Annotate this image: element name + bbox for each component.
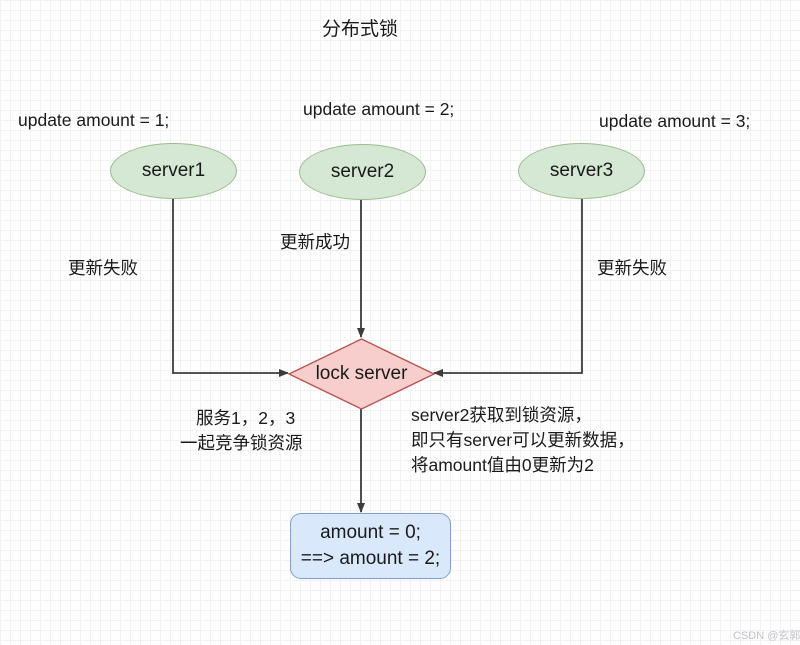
result-box-line2: ==> amount = 2; bbox=[300, 548, 441, 569]
result-box-line1: amount = 0; bbox=[320, 522, 421, 544]
annotation-update-amount-2: update amount = 2; bbox=[303, 99, 455, 119]
node-lock-server-label: lock server bbox=[315, 363, 408, 384]
edge-label-update-failed-right: 更新失败 bbox=[597, 258, 667, 278]
annotation-update-amount-1: update amount = 1; bbox=[18, 110, 170, 130]
node-server3[interactable]: server3 bbox=[518, 143, 645, 199]
edge-label-update-failed-left: 更新失败 bbox=[68, 258, 138, 278]
annotation-update-amount-3: update amount = 3; bbox=[599, 111, 751, 131]
edge-server1-to-lock bbox=[172, 199, 289, 377]
annotation-explain-line2: 即只有server可以更新数据， bbox=[411, 430, 635, 450]
annotation-explain-line1: server2获取到锁资源， bbox=[411, 405, 592, 425]
node-server2-label: server2 bbox=[330, 161, 395, 182]
node-result-box[interactable]: amount = 0; ==> amount = 2; bbox=[290, 513, 451, 579]
diamond-shape bbox=[288, 338, 435, 410]
edge-label-update-success: 更新成功 bbox=[280, 232, 350, 252]
watermark: CSDN @玄郭郭 bbox=[733, 630, 800, 642]
annotation-compete-line2: 一起竞争锁资源 bbox=[180, 433, 303, 453]
edge-server3-to-lock bbox=[433, 199, 583, 377]
node-server3-label: server3 bbox=[549, 160, 614, 181]
annotation-explain-line3: 将amount值由0更新为2 bbox=[411, 455, 594, 475]
node-lock-server[interactable]: lock server bbox=[288, 338, 435, 410]
node-server1-label: server1 bbox=[141, 160, 206, 181]
node-server2[interactable]: server2 bbox=[299, 144, 426, 200]
node-server1[interactable]: server1 bbox=[110, 143, 237, 199]
annotation-compete-line1: 服务1，2，3 bbox=[196, 408, 296, 428]
page-title: 分布式锁 bbox=[322, 19, 399, 40]
